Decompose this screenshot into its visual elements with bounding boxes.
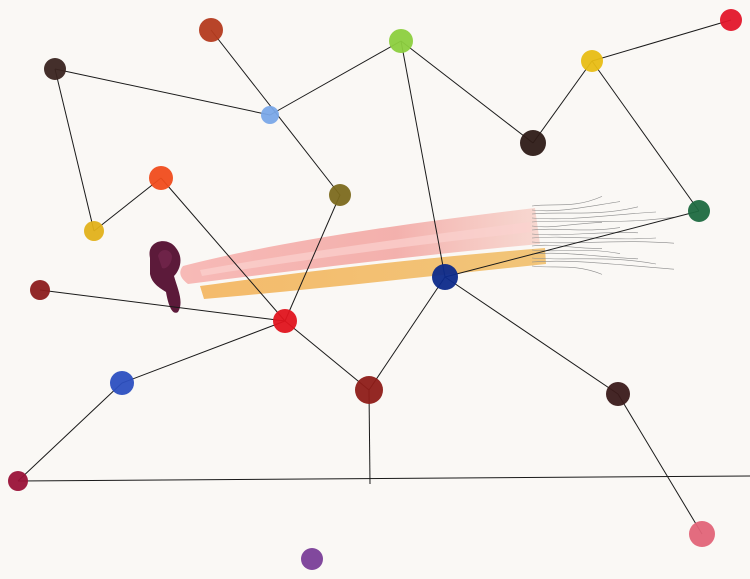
colored-dot xyxy=(689,521,715,547)
colored-dot xyxy=(30,280,50,300)
colored-dot xyxy=(389,29,413,53)
colored-dot xyxy=(110,371,134,395)
connection-line xyxy=(444,210,700,278)
connection-line xyxy=(284,194,341,322)
connection-line xyxy=(591,60,700,212)
colored-dot xyxy=(329,184,351,206)
connection-line xyxy=(617,393,703,535)
brush-hair-line xyxy=(531,232,639,236)
connection-line xyxy=(444,276,619,395)
connection-line xyxy=(17,382,123,482)
brush-hair-line xyxy=(531,252,639,260)
connection-line xyxy=(160,177,286,322)
colored-dot xyxy=(606,382,630,406)
connection-line xyxy=(93,177,162,232)
connection-line xyxy=(54,68,95,232)
brush-hair-line xyxy=(531,249,621,254)
connection-line xyxy=(400,40,534,144)
connection-line xyxy=(269,40,402,116)
colored-dot xyxy=(720,9,742,31)
baseline-line xyxy=(368,389,371,485)
colored-dot xyxy=(520,130,546,156)
brush-hair-line xyxy=(531,227,621,231)
watercolor-strokes xyxy=(180,208,546,299)
brush-hair-line xyxy=(531,216,675,223)
brush-hair-line xyxy=(531,211,657,220)
ink-blot xyxy=(149,241,181,313)
brush-hair-line xyxy=(531,206,639,215)
connection-line xyxy=(54,68,271,116)
pink-stroke-highlight xyxy=(200,222,532,276)
colored-dot xyxy=(261,106,279,124)
colored-dot xyxy=(688,200,710,222)
colored-dot xyxy=(8,471,28,491)
connection-line xyxy=(121,320,286,384)
brush-hair-line xyxy=(531,265,603,275)
colored-dot xyxy=(301,548,323,570)
brush-hair-line xyxy=(531,241,675,244)
brush-hair-line xyxy=(531,260,675,270)
connection-lines xyxy=(17,19,750,535)
connection-line xyxy=(591,19,732,62)
colored-dot xyxy=(149,166,173,190)
colored-dot xyxy=(581,50,603,72)
orange-watercolor-stroke xyxy=(200,248,546,299)
connection-line xyxy=(532,60,593,144)
colored-dots xyxy=(8,9,742,570)
colored-dot xyxy=(199,18,223,42)
brush-hair-line xyxy=(531,201,621,212)
connection-line xyxy=(284,320,370,391)
brush-hair-line xyxy=(531,196,603,207)
brush-hair-line xyxy=(531,236,657,240)
brush-hair-line xyxy=(531,257,657,265)
ink-blot-shape xyxy=(149,241,181,313)
colored-dot xyxy=(432,264,458,290)
colored-dot xyxy=(273,309,297,333)
connection-line xyxy=(39,289,286,322)
connection-line xyxy=(368,276,446,391)
brush-hair-line xyxy=(531,222,603,228)
colored-dot xyxy=(84,221,104,241)
ink-blot-highlight xyxy=(158,250,172,269)
colored-dot xyxy=(355,376,383,404)
colored-dot xyxy=(44,58,66,80)
connection-line xyxy=(400,40,446,278)
baseline-line xyxy=(17,475,750,482)
